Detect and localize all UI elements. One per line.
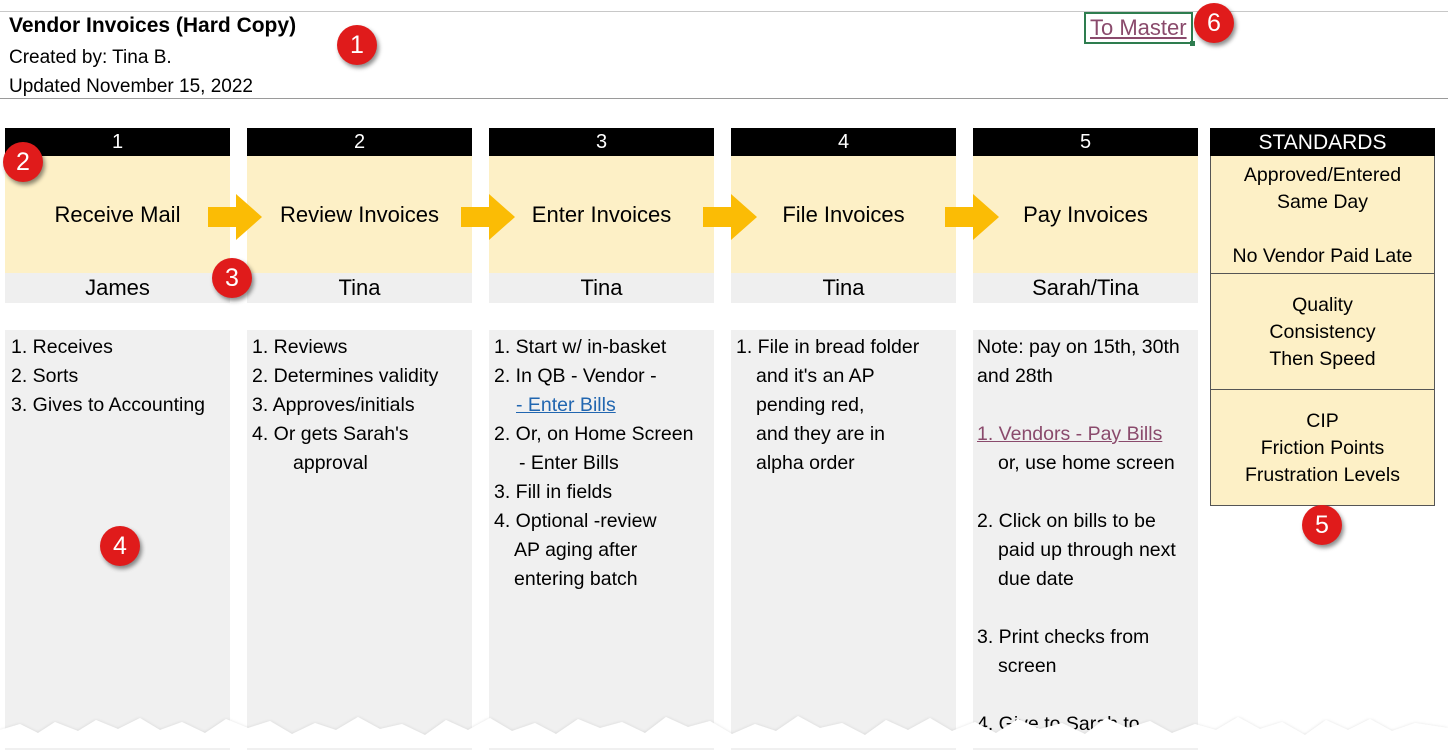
task-line: - Enter Bills	[519, 452, 619, 474]
updated-date-text: Updated November 15, 2022	[9, 76, 253, 97]
standard-line: Same Day	[1276, 191, 1369, 213]
standard-line: No Vendor Paid Late	[1232, 245, 1413, 267]
standard-line: Then Speed	[1269, 348, 1376, 370]
standard-line: Frustration Levels	[1245, 464, 1400, 486]
task-line: 3. Fill in fields	[494, 481, 613, 503]
cell-fill-handle[interactable]	[1189, 41, 1195, 46]
task-line: paid up through next	[998, 539, 1176, 561]
step-number: 3	[489, 128, 714, 156]
task-line: or, use home screen	[998, 452, 1175, 474]
page-title: Vendor Invoices (Hard Copy)	[9, 14, 297, 37]
task-line: alpha order	[756, 452, 855, 474]
callout-badge-4: 4	[100, 526, 140, 566]
task-line: 4. Optional -review	[494, 510, 657, 532]
step-number: 5	[973, 128, 1198, 156]
standard-line: Approved/Entered	[1243, 164, 1402, 186]
task-line: Note: pay on 15th, 30th	[977, 336, 1180, 358]
process-column-5: 5 Pay Invoices Sarah/Tina Note: pay on 1…	[973, 128, 1198, 750]
callout-badge-5: 5	[1302, 505, 1342, 545]
top-border	[0, 0, 1448, 12]
task-list: 1. File in bread folder and it's an AP p…	[731, 330, 956, 750]
task-line: 3. Print checks from	[977, 626, 1150, 648]
task-line: AP aging after	[514, 539, 638, 561]
task-line: 1. Reviews	[252, 336, 348, 358]
task-list: 1. Reviews 2. Determines validity 3. App…	[247, 330, 472, 750]
step-number: 1	[5, 128, 230, 156]
arrow-right-icon	[461, 194, 515, 240]
vendors-pay-bills-link[interactable]: 1. Vendors - Pay Bills	[977, 423, 1163, 445]
torn-edge-decoration	[0, 716, 1448, 748]
task-line: 2. Click on bills to be	[977, 510, 1156, 532]
standard-line: Consistency	[1269, 321, 1376, 343]
task-line: and it's an AP	[756, 365, 875, 387]
task-line: 1. File in bread folder	[736, 336, 920, 358]
task-line: and they are in	[756, 423, 886, 445]
process-column-4: 4 File Invoices Tina 1. File in bread fo…	[731, 128, 956, 750]
standards-box-improvement: CIP Friction Points Frustration Levels	[1210, 390, 1435, 506]
step-number: 4	[731, 128, 956, 156]
arrow-right-icon	[945, 194, 999, 240]
callout-badge-2: 2	[3, 142, 43, 182]
arrow-right-icon	[208, 194, 262, 240]
task-line: due date	[998, 568, 1074, 590]
process-column-1: 1 Receive Mail James 1. Receives 2. Sort…	[5, 128, 230, 750]
header-divider	[0, 98, 1448, 99]
step-title: File Invoices	[731, 156, 956, 273]
standard-line: CIP	[1306, 410, 1339, 432]
callout-badge-1: 1	[337, 25, 377, 65]
task-line: screen	[998, 655, 1057, 677]
task-line: 2. Or, on Home Screen	[494, 423, 694, 445]
task-line: 3. Gives to Accounting	[11, 394, 206, 416]
process-column-3: 3 Enter Invoices Tina 1. Start w/ in-bas…	[489, 128, 714, 750]
step-owner: Tina	[247, 273, 472, 303]
task-line: 1. Receives	[11, 336, 113, 358]
task-line: pending red,	[756, 394, 865, 416]
callout-badge-6: 6	[1194, 3, 1234, 43]
task-list: 1. Start w/ in-basket 2. In QB - Vendor …	[489, 330, 714, 750]
step-owner: James	[5, 273, 230, 303]
arrow-right-icon	[703, 194, 757, 240]
step-owner: Sarah/Tina	[973, 273, 1198, 303]
step-title: Review Invoices	[247, 156, 472, 273]
step-owner: Tina	[731, 273, 956, 303]
standards-box-quality: Quality Consistency Then Speed	[1210, 274, 1435, 390]
process-column-2: 2 Review Invoices Tina 1. Reviews 2. Det…	[247, 128, 472, 750]
task-line: 2. In QB - Vendor -	[494, 365, 657, 387]
task-line: 2. Sorts	[11, 365, 79, 387]
task-line: 3. Approves/initials	[252, 394, 415, 416]
task-line: 2. Determines validity	[252, 365, 439, 387]
task-list: Note: pay on 15th, 30th and 28th 1. Vend…	[973, 330, 1198, 750]
task-line: and 28th	[977, 365, 1053, 387]
step-title: Pay Invoices	[973, 156, 1198, 273]
to-master-link[interactable]: To Master	[1084, 12, 1195, 46]
created-by-text: Created by: Tina B.	[9, 47, 172, 68]
to-master-link-label: To Master	[1090, 15, 1187, 40]
step-title: Receive Mail	[5, 156, 230, 273]
standard-line: Friction Points	[1260, 437, 1385, 459]
step-owner: Tina	[489, 273, 714, 303]
step-number: 2	[247, 128, 472, 156]
task-line: 4. Or gets Sarah's	[252, 423, 409, 445]
standards-panel: STANDARDS Approved/Entered Same Day No V…	[1210, 128, 1435, 506]
standards-heading: STANDARDS	[1210, 128, 1435, 156]
task-line: approval	[293, 452, 368, 474]
step-title: Enter Invoices	[489, 156, 714, 273]
standards-box-timeliness: Approved/Entered Same Day No Vendor Paid…	[1210, 156, 1435, 274]
callout-badge-3: 3	[212, 258, 252, 298]
enter-bills-link[interactable]: - Enter Bills	[516, 394, 616, 416]
task-line: 1. Start w/ in-basket	[494, 336, 667, 358]
task-line: entering batch	[514, 568, 638, 590]
standard-line: Quality	[1292, 294, 1353, 316]
